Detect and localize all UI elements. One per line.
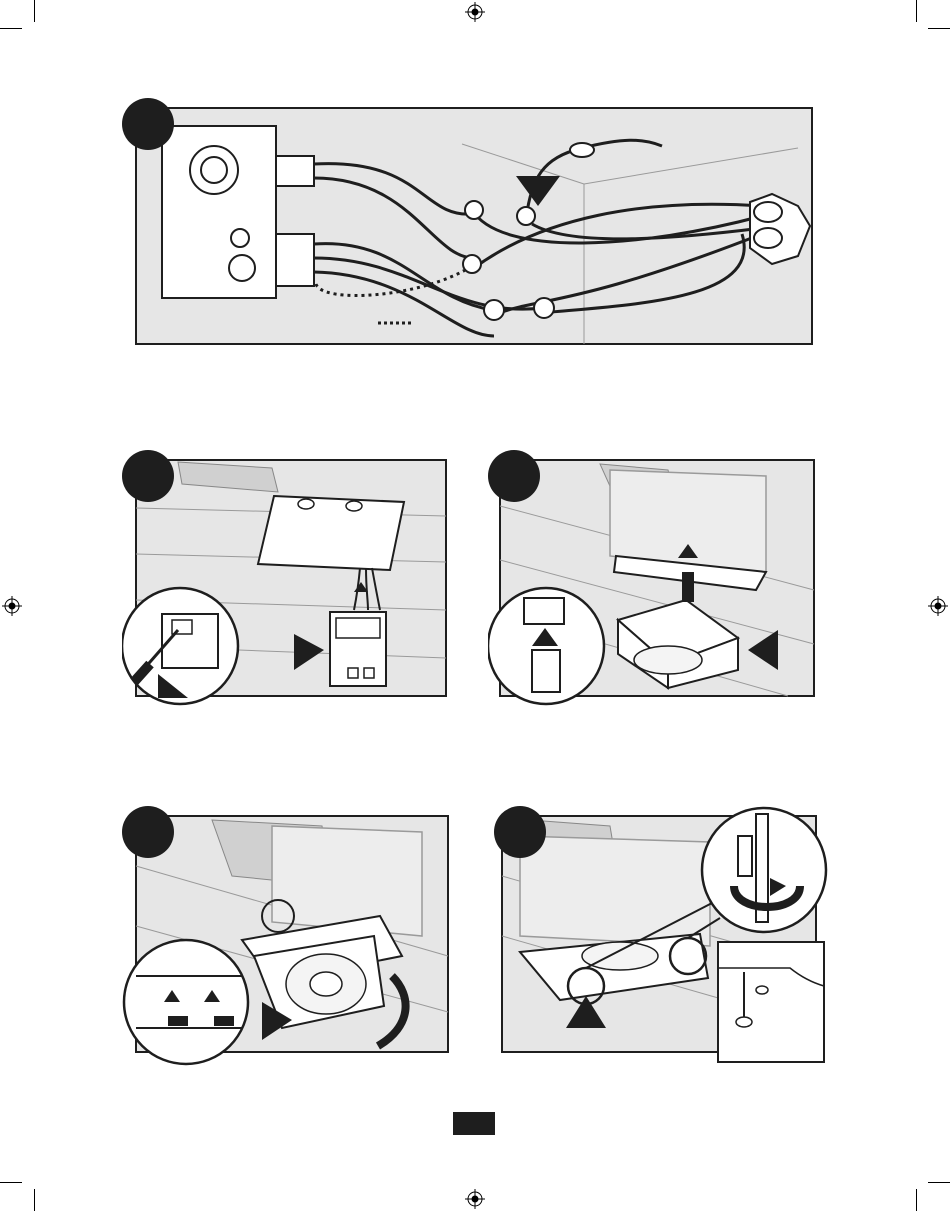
step-badge-5 bbox=[494, 806, 546, 858]
remove-blower-panel bbox=[488, 450, 818, 712]
registration-mark-right bbox=[928, 596, 948, 616]
ground-screw-icon bbox=[570, 143, 594, 157]
step-badge-2 bbox=[122, 450, 174, 502]
disconnect-plug-panel bbox=[122, 450, 452, 710]
crop-mark-bottom-left-v bbox=[34, 1189, 35, 1211]
wire-connector-icon bbox=[330, 612, 386, 686]
registration-mark-left bbox=[2, 596, 22, 616]
registration-mark-bottom bbox=[465, 1189, 485, 1209]
crop-mark-top-right-v bbox=[916, 0, 917, 22]
crop-mark-top-right-h bbox=[928, 28, 950, 29]
zoom-detail-icon bbox=[124, 940, 248, 1064]
attach-blower-panel bbox=[122, 806, 452, 1066]
crop-mark-bottom-left-h bbox=[0, 1182, 22, 1183]
step-badge-4 bbox=[122, 806, 174, 858]
zoom-detail-icon bbox=[488, 588, 604, 704]
step-badge-1 bbox=[122, 98, 174, 150]
crop-mark-bottom-right-h bbox=[928, 1182, 950, 1183]
registration-mark-top bbox=[465, 2, 485, 22]
crop-mark-top-left-h bbox=[0, 28, 22, 29]
wiring-diagram-panel bbox=[122, 98, 822, 350]
crop-mark-bottom-right-v bbox=[916, 1189, 917, 1211]
zoom-detail-icon bbox=[122, 588, 238, 704]
page-number-tab bbox=[453, 1112, 495, 1135]
inset-detail-icon bbox=[718, 942, 824, 1062]
screwdriver-icon bbox=[702, 808, 826, 932]
step-badge-3 bbox=[488, 450, 540, 502]
crop-mark-top-left-v bbox=[34, 0, 35, 22]
